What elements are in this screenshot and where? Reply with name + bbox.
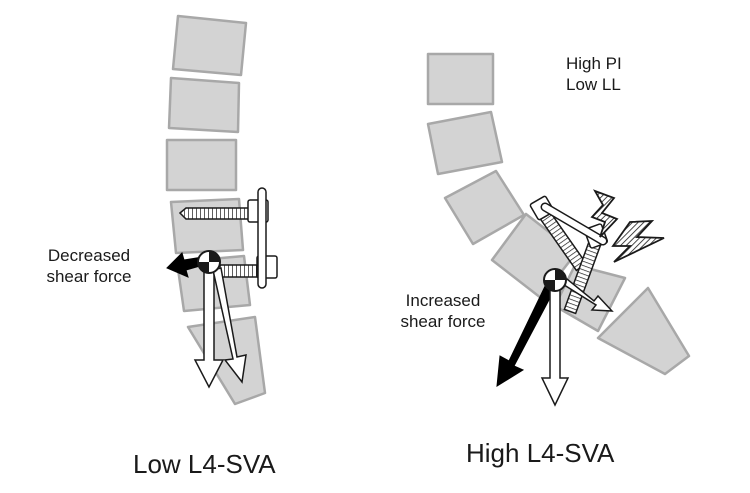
vertebra-l1 xyxy=(171,14,248,77)
right-shear-label-line2: shear force xyxy=(400,312,486,332)
vertebra-r1 xyxy=(426,52,495,106)
failure-bolt-icon-2 xyxy=(611,220,665,263)
left-instrumentation xyxy=(178,187,278,289)
left-vertical-force-arrow xyxy=(193,267,225,389)
right-shear-label-line1: Increased xyxy=(405,291,481,310)
right-caption: High L4-SVA xyxy=(466,438,615,468)
sacrum-r xyxy=(596,286,691,376)
right-center-of-mass-icon xyxy=(543,268,567,292)
vertebra-r2 xyxy=(426,110,504,176)
right-params-label: High PI Low LL xyxy=(566,53,622,96)
right-shear-label: Increased shear force xyxy=(382,290,504,333)
vertebra-l4 xyxy=(169,197,245,255)
left-shear-label-line1: Decreased xyxy=(47,246,131,265)
left-shear-label-line2: shear force xyxy=(46,267,132,287)
left-tilted-force-arrow xyxy=(212,267,247,384)
vertebra-l2 xyxy=(167,76,241,134)
left-center-of-mass-icon xyxy=(197,250,221,274)
left-caption: Low L4-SVA xyxy=(133,449,276,479)
right-small-force-arrow xyxy=(559,278,614,312)
right-instrumentation xyxy=(529,195,609,315)
right-params-line1: High PI xyxy=(566,54,622,73)
upper-screw-icon xyxy=(178,207,250,220)
right-vertical-force-arrow xyxy=(540,283,570,407)
failure-bolt-icon xyxy=(590,189,619,238)
vertebra-l3 xyxy=(165,138,238,192)
right-params-line2: Low LL xyxy=(566,75,621,95)
left-shear-label: Decreased shear force xyxy=(30,245,148,288)
fixation-rod xyxy=(257,187,267,289)
